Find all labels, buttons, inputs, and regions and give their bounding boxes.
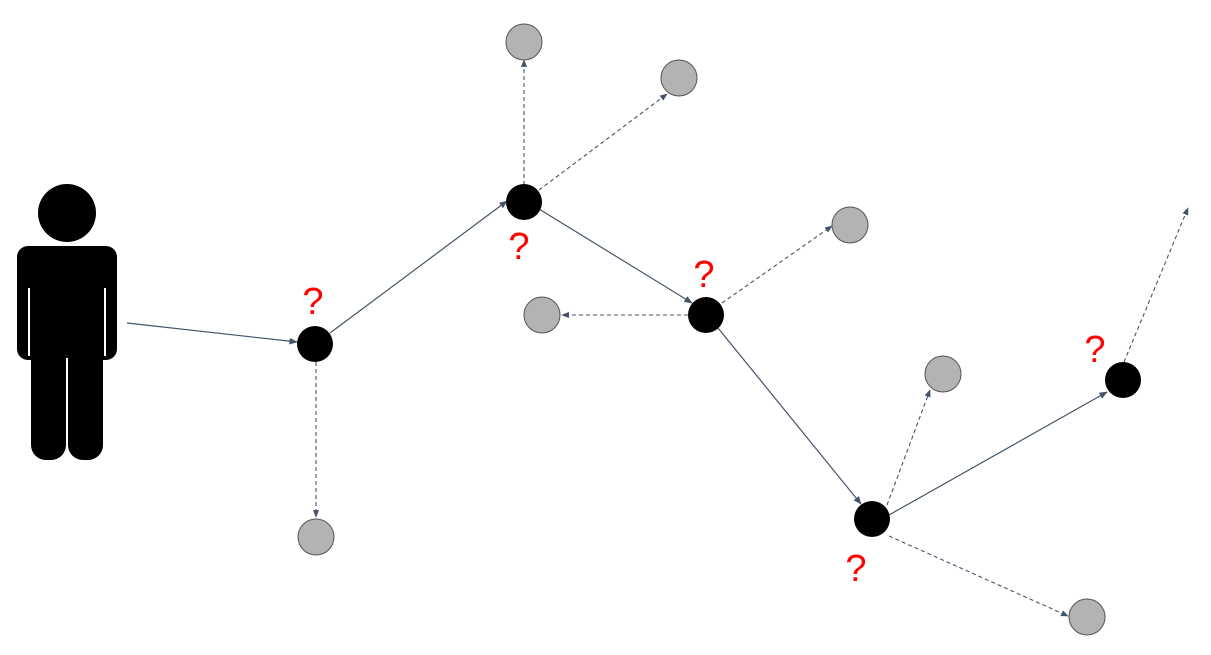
visited-node-2 xyxy=(506,184,542,220)
unvisited-node xyxy=(523,296,561,334)
unvisited-node xyxy=(924,355,962,393)
edge-node-4-to-node-5 xyxy=(888,391,1108,516)
visited-node-3 xyxy=(688,297,724,333)
edge-node-5-to-open xyxy=(1123,207,1189,363)
edge-node-4-to-alt-7 xyxy=(888,535,1069,617)
question-mark: ? xyxy=(508,226,529,268)
edge-node-3-to-alt-5 xyxy=(721,225,833,304)
edge-node-2-to-node-3 xyxy=(538,208,693,304)
question-mark: ? xyxy=(302,281,323,323)
edge-person-to-node-1 xyxy=(126,322,298,345)
question-marks: ? ? ? ? ? xyxy=(302,226,1105,590)
edge-node-4-to-alt-6 xyxy=(886,389,931,506)
solid-edges xyxy=(126,200,1108,516)
unvisited-node xyxy=(1068,598,1106,636)
unvisited-node xyxy=(297,518,335,556)
question-mark: ? xyxy=(845,548,866,590)
unvisited-nodes xyxy=(297,23,1106,636)
question-mark: ? xyxy=(693,254,714,296)
question-mark: ? xyxy=(1084,329,1105,371)
visited-node-4 xyxy=(854,501,890,537)
visited-nodes xyxy=(297,184,1141,537)
dashed-edges xyxy=(312,59,1189,617)
unvisited-node xyxy=(505,23,543,61)
unvisited-node xyxy=(660,59,698,97)
edge-node-3-to-node-4 xyxy=(717,327,862,505)
visited-node-5 xyxy=(1105,362,1141,398)
unvisited-node xyxy=(831,206,869,244)
edge-node-1-to-node-2 xyxy=(329,200,508,334)
person-icon xyxy=(17,184,117,460)
edge-node-2-to-alt-3 xyxy=(538,93,668,191)
visited-node-1 xyxy=(297,326,333,362)
